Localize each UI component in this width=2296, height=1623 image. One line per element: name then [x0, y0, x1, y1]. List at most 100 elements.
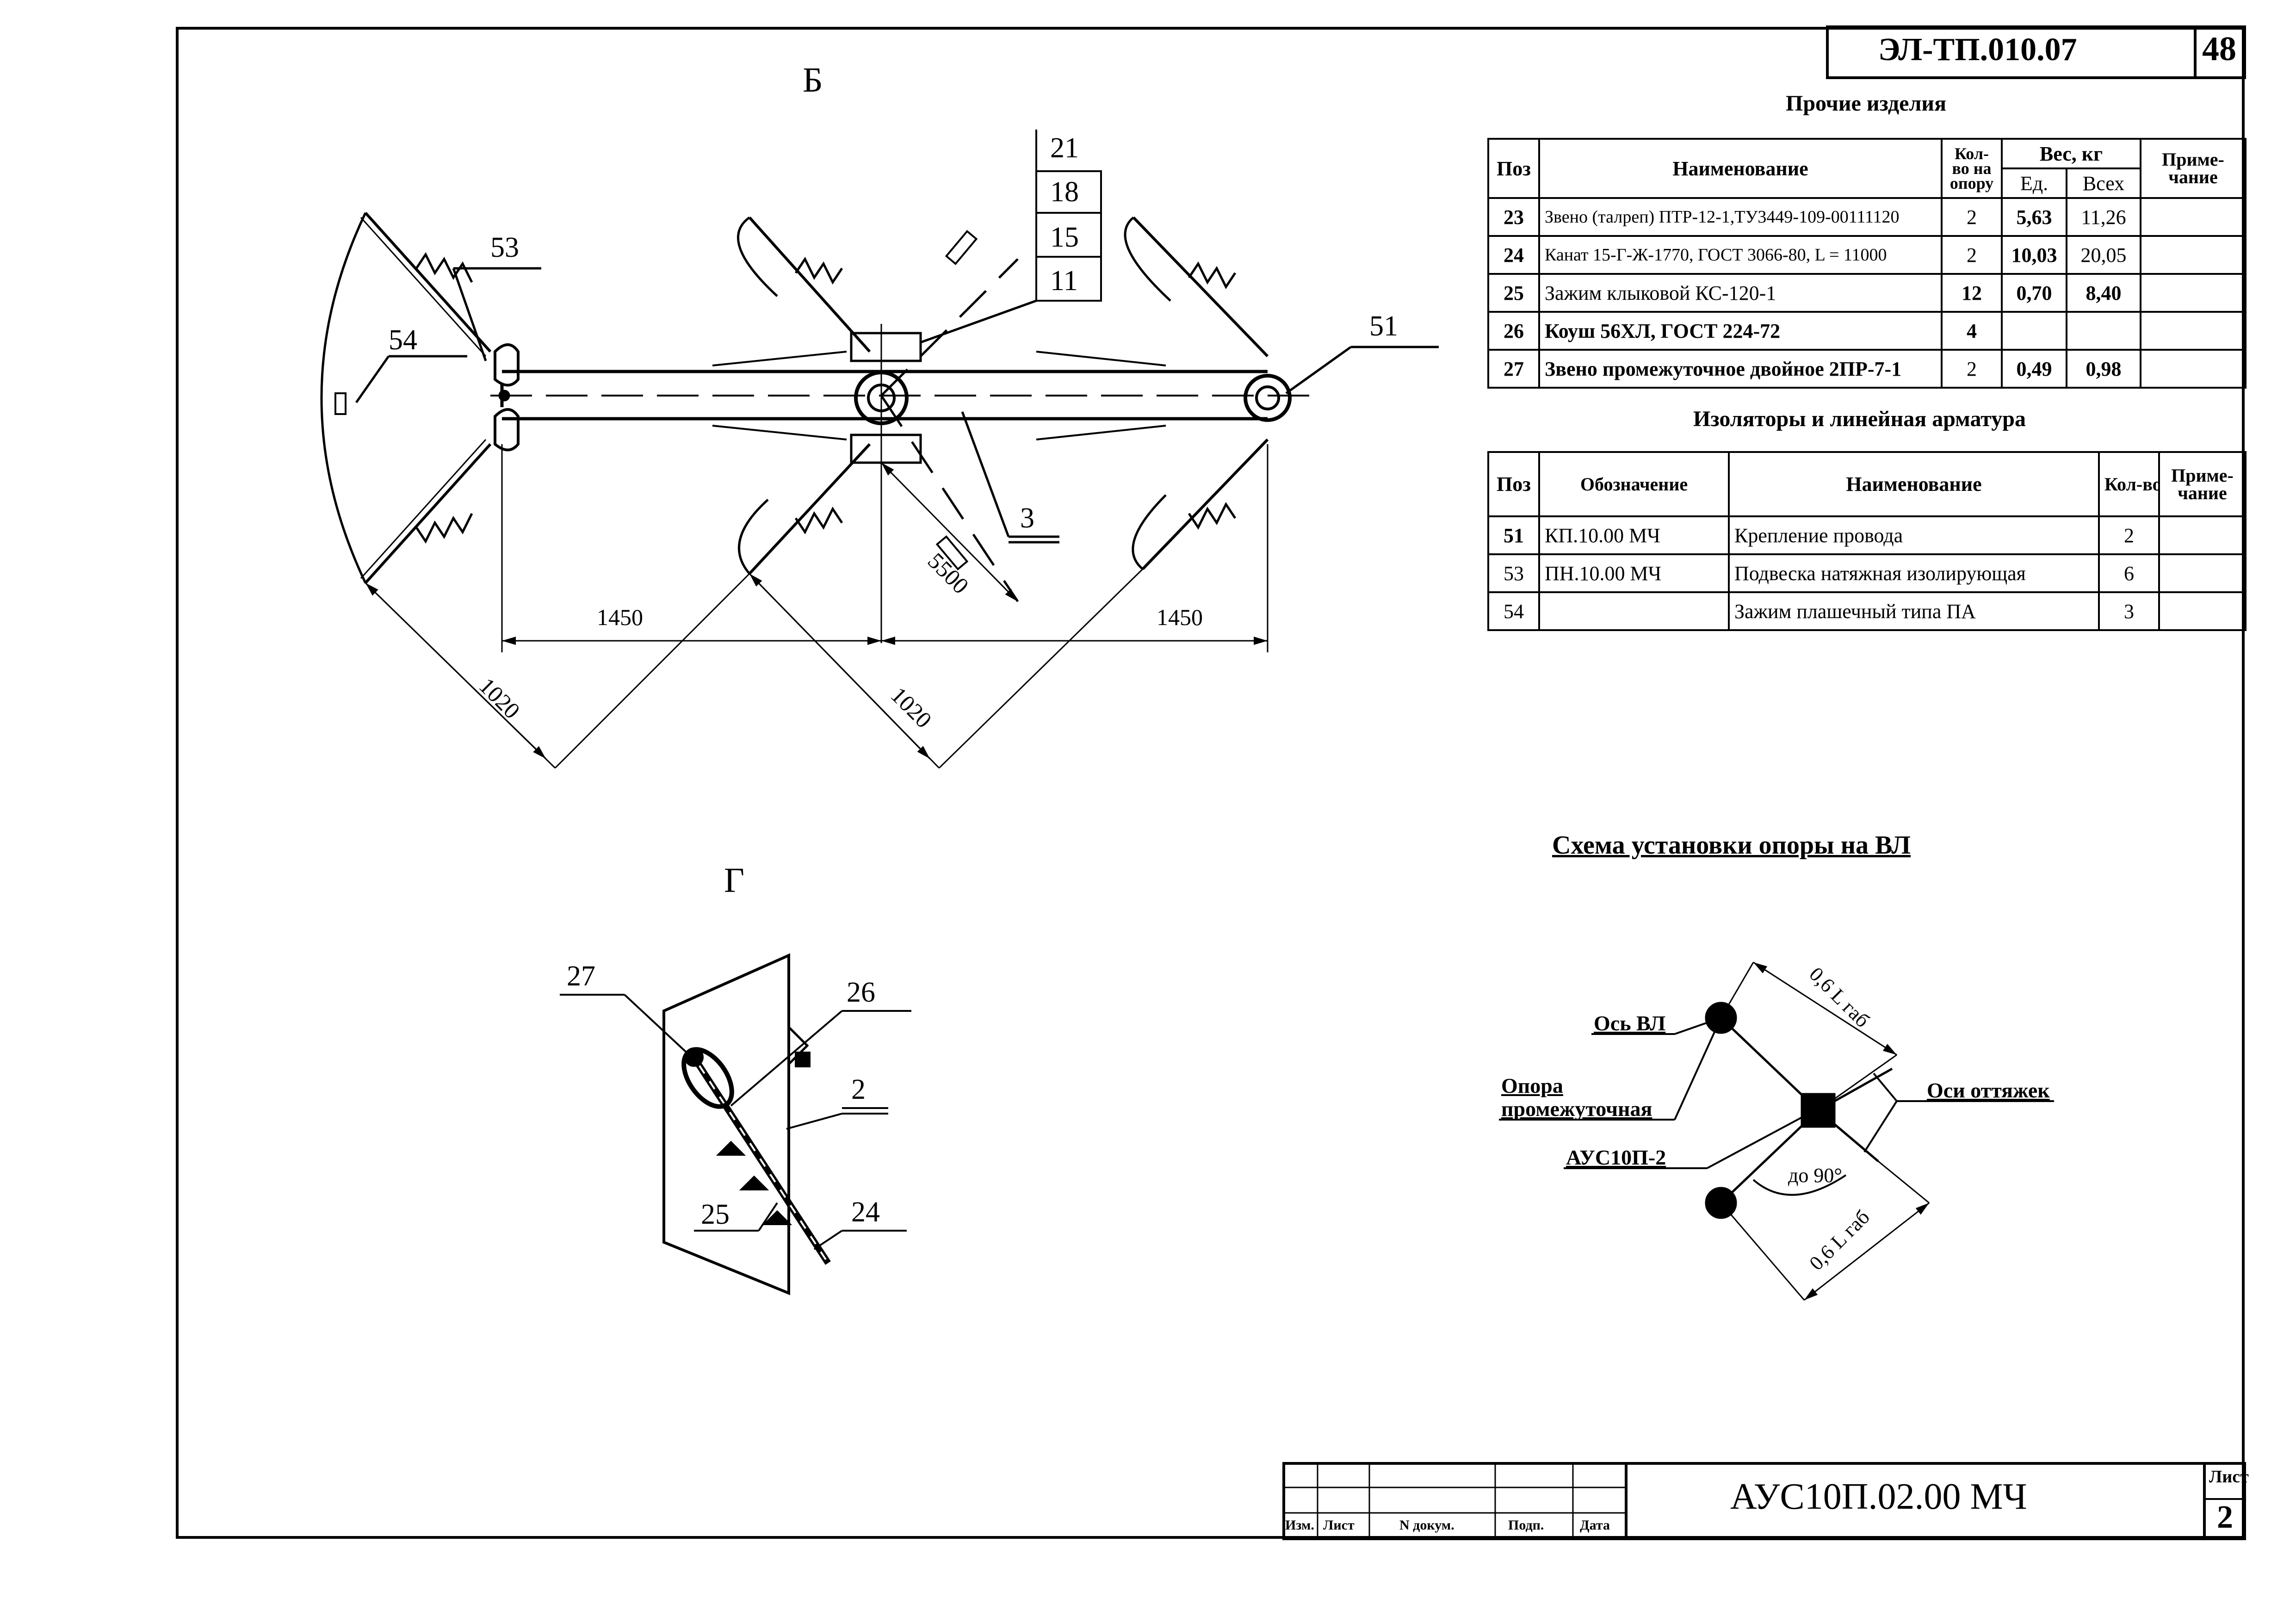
th-name: Наименование	[1728, 451, 2100, 517]
callout-18: 18	[1050, 176, 1079, 208]
stamp-col-date: Дата	[1580, 1518, 1610, 1533]
stamp-col-doc: N докум.	[1399, 1518, 1454, 1533]
th-pos: Поз	[1487, 451, 1540, 517]
callout-27: 27	[567, 960, 595, 992]
cell-pos: 51	[1487, 515, 1540, 555]
cell-total: 0,98	[2066, 349, 2141, 389]
cell-qty: 2	[1941, 235, 2003, 275]
callout-25: 25	[701, 1199, 730, 1230]
cell-qty: 3	[2098, 591, 2160, 631]
cell-unit: 0,70	[2001, 273, 2067, 313]
callout-51: 51	[1369, 310, 1398, 342]
cell-qty: 2	[2098, 515, 2160, 555]
cell-pos: 26	[1487, 311, 1540, 351]
view-g-label: Г	[724, 861, 744, 900]
cell-pos: 54	[1487, 591, 1540, 631]
callout-24: 24	[851, 1196, 880, 1228]
cell-name: Подвеска натяжная изолирующая	[1728, 553, 2100, 593]
drawing-frame	[176, 27, 2245, 1539]
callout-3: 3	[1020, 502, 1034, 534]
scheme-stays-label: Оси оттяжек	[1927, 1078, 2050, 1102]
cell-qty: 4	[1941, 311, 2003, 351]
cell-qty: 2	[1941, 349, 2003, 389]
cell-qty: 2	[1941, 197, 2003, 237]
stamp-sheet-label: Лист	[2209, 1467, 2249, 1487]
cell-qty: 6	[2098, 553, 2160, 593]
scheme-angle-label: до 90°	[1788, 1164, 1842, 1187]
dim-1450-left: 1450	[597, 604, 643, 630]
page-number: 48	[2202, 30, 2236, 68]
title-block-lines	[1282, 25, 2246, 1540]
cell-note	[2140, 349, 2246, 389]
cell-designation: ПН.10.00 МЧ	[1538, 553, 1730, 593]
th-weight: Вес, кг	[2001, 138, 2141, 169]
table-row: 27 Звено промежуточное двойное 2ПР-7-1 2…	[1487, 349, 2246, 389]
th-note: Приме- чание	[2140, 138, 2246, 199]
cell-name: Зажим плашечный типа ПА	[1728, 591, 2100, 631]
th-unit: Ед.	[2001, 167, 2067, 199]
callout-53: 53	[490, 232, 519, 263]
cell-total: 8,40	[2066, 273, 2141, 313]
table-row: 24 Канат 15-Г-Ж-1770, ГОСТ 3066-80, L = …	[1487, 235, 2246, 275]
cell-total: 20,05	[2066, 235, 2141, 275]
callout-21: 21	[1050, 132, 1079, 164]
th-qty: Кол-во	[2098, 451, 2160, 517]
cell-note	[2140, 197, 2246, 237]
scheme-support-label-1: Опора	[1501, 1074, 1563, 1097]
table-row: 51 КП.10.00 МЧ Крепление провода 2	[1487, 515, 2246, 555]
view-b-drawing	[320, 130, 1439, 769]
cell-qty: 12	[1941, 273, 2003, 313]
th-name: Наименование	[1538, 138, 1943, 199]
cell-pos: 53	[1487, 553, 1540, 593]
cell-unit: 0,49	[2001, 349, 2067, 389]
callout-54: 54	[389, 324, 417, 356]
table-row: 26 Коуш 56ХЛ, ГОСТ 224-72 4	[1487, 311, 2246, 351]
stamp-col-list: Лист	[1323, 1518, 1355, 1533]
cell-note	[2158, 515, 2246, 555]
cell-note	[2140, 235, 2246, 275]
th-pos: Поз	[1487, 138, 1540, 199]
cell-unit	[2001, 311, 2067, 351]
cell-note	[2158, 591, 2246, 631]
stamp-col-izm: Изм.	[1285, 1518, 1314, 1533]
cell-total	[2066, 311, 2141, 351]
cell-total: 11,26	[2066, 197, 2141, 237]
doc-code: ЭЛ-ТП.010.07	[1878, 32, 2077, 68]
cell-note	[2140, 311, 2246, 351]
table-row: 25 Зажим клыковой КС-120-1 12 0,70 8,40	[1487, 273, 2246, 313]
scheme-title: Схема установки опоры на ВЛ	[1552, 831, 1911, 860]
table-insulators-title: Изоляторы и линейная арматура	[1693, 407, 2026, 431]
table-other: Поз Наименование Кол-во на опору Вес, кг…	[1487, 138, 2246, 389]
view-b-label: Б	[803, 61, 823, 99]
stamp-sheet-number: 2	[2217, 1499, 2233, 1535]
th-note: Приме- чание	[2158, 451, 2246, 517]
scheme-support-code: АУС10П-2	[1566, 1146, 1666, 1169]
table-row: 53 ПН.10.00 МЧ Подвеска натяжная изолиру…	[1487, 553, 2246, 593]
dim-1450-right: 1450	[1157, 604, 1203, 630]
cell-pos: 27	[1487, 349, 1540, 389]
cell-name: Крепление провода	[1728, 515, 2100, 555]
cell-note	[2140, 273, 2246, 313]
scheme-support-label-2: промежуточная	[1501, 1097, 1652, 1121]
cell-unit: 5,63	[2001, 197, 2067, 237]
cell-pos: 24	[1487, 235, 1540, 275]
cell-name: Звено (талреп) ПТР-12-1,ТУ3449-109-00111…	[1538, 197, 1943, 237]
scheme-axis-label: Ось ВЛ	[1594, 1011, 1666, 1035]
cell-name: Канат 15-Г-Ж-1770, ГОСТ 3066-80, L = 110…	[1538, 235, 1943, 275]
cell-unit: 10,03	[2001, 235, 2067, 275]
callout-26: 26	[847, 977, 875, 1008]
cell-pos: 25	[1487, 273, 1540, 313]
cell-name: Зажим клыковой КС-120-1	[1538, 273, 1943, 313]
th-qty: Кол-во на опору	[1941, 138, 2003, 199]
cell-designation: КП.10.00 МЧ	[1538, 515, 1730, 555]
cell-name: Коуш 56ХЛ, ГОСТ 224-72	[1538, 311, 1943, 351]
table-other-title: Прочие изделия	[1786, 91, 1947, 116]
scheme-drawing	[1499, 961, 2054, 1301]
cell-note	[2158, 553, 2246, 593]
table-insulators: Поз Обозначение Наименование Кол-во Прим…	[1487, 451, 2246, 631]
cell-designation	[1538, 591, 1730, 631]
stamp-col-sign: Подп.	[1508, 1518, 1544, 1533]
cell-name: Звено промежуточное двойное 2ПР-7-1	[1538, 349, 1943, 389]
table-row: 54 Зажим плашечный типа ПА 3	[1487, 591, 2246, 631]
